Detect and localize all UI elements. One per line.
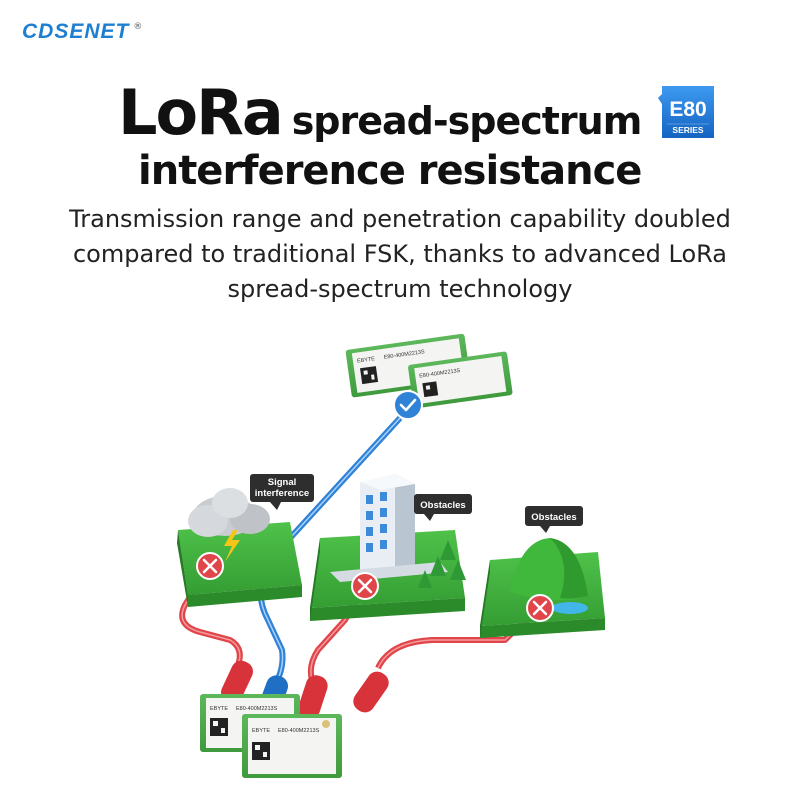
label-obstacles-hill: Obstacles — [525, 506, 583, 533]
headline-line1: LoRa spread-spectrum — [118, 76, 643, 149]
blocked-x-icon-3 — [526, 594, 554, 622]
blocked-x-icon-2 — [351, 572, 379, 600]
headline-spread-spectrum: spread-spectrum — [291, 99, 643, 143]
brand-registered-mark: ® — [133, 22, 143, 32]
subtitle-line3: spread-spectrum technology — [227, 275, 573, 303]
e80-series-badge: E80 SERIES — [658, 86, 714, 138]
tree-icons — [418, 540, 466, 588]
obstacles-building-label: Obstacles — [420, 500, 465, 511]
storm-cloud-icon — [188, 488, 270, 562]
transmitter2-model: E80-400M2213S — [278, 728, 320, 734]
signal-label-line2: interference — [255, 488, 309, 499]
obstacles-hill-label: Obstacles — [531, 512, 576, 523]
receiver2-model: E80-400M2213S — [419, 368, 461, 380]
transmitter-model: E80-400M2213S — [236, 706, 278, 712]
headline-lora: LoRa — [118, 76, 284, 149]
badge-series: SERIES — [672, 125, 704, 135]
island-signal-interference: Signal interference — [177, 474, 314, 607]
transmitter-modules: EBYTE E80-400M2213S EBYTE E80-400M2213S — [200, 694, 342, 778]
headline-line2: interference resistance — [138, 148, 642, 194]
brand-logo: CDSENET ® — [22, 20, 142, 44]
transmitter2-brand: EBYTE — [252, 728, 270, 734]
brand-name: CDSENET — [22, 20, 130, 43]
success-check-icon — [393, 390, 423, 420]
island-hill-obstacle: Obstacles — [480, 506, 605, 638]
subtitle-line2: compared to traditional FSK, thanks to a… — [72, 240, 728, 268]
receiver-modules: EBYTE E80-400M2213S E80-400M2213S — [345, 333, 513, 409]
subtitle-line1: Transmission range and penetration capab… — [69, 205, 731, 233]
subtitle: Transmission range and penetration capab… — [30, 202, 770, 307]
blocked-x-icon-1 — [196, 552, 224, 580]
label-signal-interference: Signal interference — [250, 474, 314, 510]
illustration-scene: EBYTE E80-400M2213S E80-400M2213S — [177, 333, 605, 778]
signal-label-line1: Signal — [268, 477, 297, 488]
transmitter-brand: EBYTE — [210, 706, 228, 712]
badge-e80: E80 — [669, 98, 706, 121]
receiver-model: E80-400M2213S — [383, 349, 425, 361]
receiver-brand: EBYTE — [357, 356, 376, 364]
island-building-obstacle: Obstacles — [310, 474, 472, 621]
label-obstacles-building: Obstacles — [414, 494, 472, 521]
hill-icon — [510, 538, 588, 614]
